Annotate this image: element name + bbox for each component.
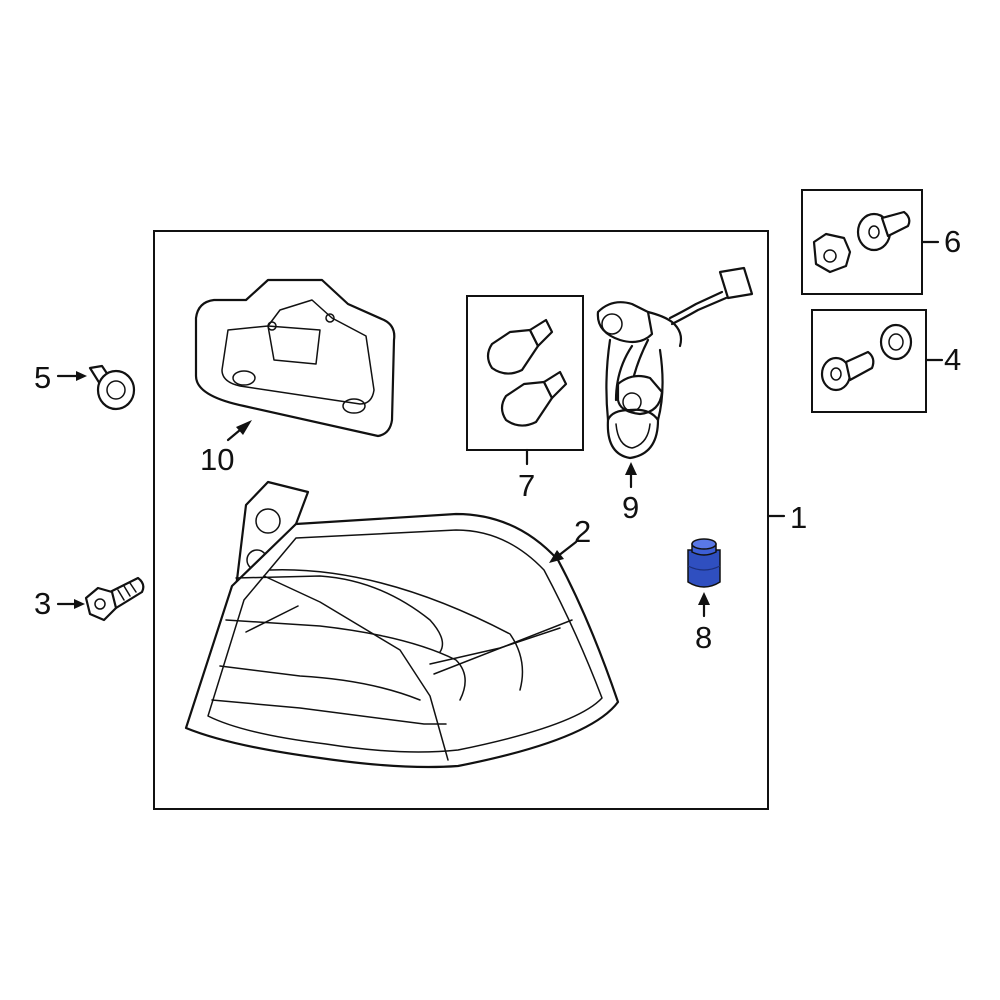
highlighted-part-8[interactable] — [687, 538, 721, 588]
lamp-housing-part[interactable] — [184, 480, 620, 769]
arrow-8 — [698, 592, 710, 605]
arrow-5 — [76, 371, 87, 381]
callout-1: 1 — [790, 500, 808, 535]
bulb-lower[interactable] — [500, 370, 568, 427]
arrow-3 — [74, 599, 85, 609]
bulbs-box — [466, 295, 584, 451]
callout-7: 7 — [518, 468, 536, 503]
push-nut-part-5[interactable] — [88, 364, 136, 411]
arrow-10 — [236, 420, 252, 435]
bulb-upper[interactable] — [486, 318, 554, 375]
socket-wiring-part[interactable] — [596, 266, 754, 460]
leader-2 — [556, 540, 578, 558]
washer-part[interactable] — [879, 323, 913, 361]
gasket-part[interactable] — [194, 278, 396, 438]
bolt-part-3[interactable] — [84, 576, 145, 622]
assembly-frame — [153, 230, 769, 810]
callout-6: 6 — [944, 224, 962, 259]
arrow-9 — [625, 462, 637, 475]
callout-3: 3 — [34, 586, 52, 621]
nut-part[interactable] — [812, 232, 852, 274]
callout-9: 9 — [622, 490, 640, 525]
callout-8: 8 — [695, 620, 713, 655]
callout-5: 5 — [34, 360, 52, 395]
arrow-2 — [549, 550, 564, 563]
pin-screw-part-6[interactable] — [856, 210, 911, 252]
callout-4: 4 — [944, 342, 962, 377]
callout-2: 2 — [574, 514, 592, 549]
screw-part-4[interactable] — [820, 350, 875, 392]
callout-10: 10 — [200, 442, 235, 477]
